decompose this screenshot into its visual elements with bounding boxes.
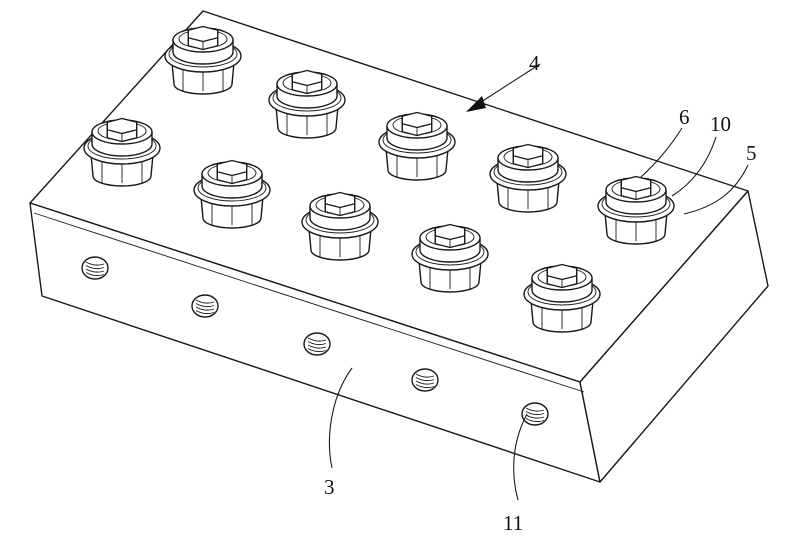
thread-line — [195, 303, 215, 308]
boss — [523, 263, 601, 333]
label-threaded-hole: 11 — [503, 511, 523, 535]
thread-line — [415, 373, 435, 378]
thread-line — [195, 299, 215, 304]
hex-head-icon — [324, 191, 356, 209]
label-cap: 5 — [746, 141, 757, 165]
label-block-top: 4 — [529, 51, 540, 75]
threaded-hole — [521, 402, 549, 426]
callout-block-top: 4 — [466, 51, 541, 112]
threaded-hole — [411, 368, 439, 392]
callout-block-front: 3 — [324, 367, 353, 499]
thread-line — [307, 337, 327, 342]
thread-line — [195, 310, 215, 315]
leader-line — [477, 63, 541, 105]
boss — [411, 223, 489, 293]
threaded-hole — [303, 332, 331, 356]
boss — [164, 25, 242, 95]
thread-line — [415, 384, 435, 389]
hex-head-icon — [291, 69, 323, 87]
thread-line — [525, 414, 545, 419]
boss — [378, 111, 456, 181]
leader-line — [513, 413, 528, 501]
label-block-front: 3 — [324, 475, 335, 499]
block-end-face — [579, 190, 769, 483]
hex-head-icon — [401, 111, 433, 129]
boss — [193, 159, 271, 229]
hex-head-icon — [512, 143, 544, 161]
thread-line — [85, 261, 105, 266]
leader-line — [671, 136, 717, 197]
hex-head-icon — [216, 159, 248, 177]
hex-head-icon — [434, 223, 466, 241]
boss — [301, 191, 379, 261]
label-screw-head: 6 — [679, 105, 690, 129]
thread-line — [525, 407, 545, 412]
hex-head-icon — [620, 175, 652, 193]
leader-line — [328, 367, 353, 469]
thread-line — [85, 265, 105, 270]
thread-line — [85, 272, 105, 277]
callout-collar: 10 — [671, 112, 731, 197]
thread-line — [195, 306, 215, 311]
thread-line — [307, 341, 327, 346]
arrowhead-icon — [466, 96, 486, 112]
hex-head-icon — [106, 117, 138, 135]
boss — [489, 143, 567, 213]
threaded-hole-array — [81, 256, 549, 426]
callout-threaded-hole: 11 — [503, 413, 528, 535]
threaded-hole — [191, 294, 219, 318]
callout-cap: 5 — [683, 141, 757, 215]
boss-array — [83, 25, 675, 333]
thread-line — [85, 268, 105, 273]
hex-head-icon — [546, 263, 578, 281]
block-chamfer-edge — [33, 212, 585, 393]
thread-line — [307, 344, 327, 349]
thread-line — [525, 418, 545, 423]
thread-line — [415, 380, 435, 385]
leader-line — [683, 164, 749, 215]
boss — [83, 117, 161, 187]
label-collar: 10 — [710, 112, 731, 136]
thread-line — [415, 377, 435, 382]
callout-screw-head: 6 — [639, 105, 690, 179]
boss — [268, 69, 346, 139]
thread-line — [307, 348, 327, 353]
threaded-hole — [81, 256, 109, 280]
hex-head-icon — [187, 25, 219, 43]
leader-line — [639, 127, 683, 179]
thread-line — [525, 411, 545, 416]
boss — [597, 175, 675, 245]
